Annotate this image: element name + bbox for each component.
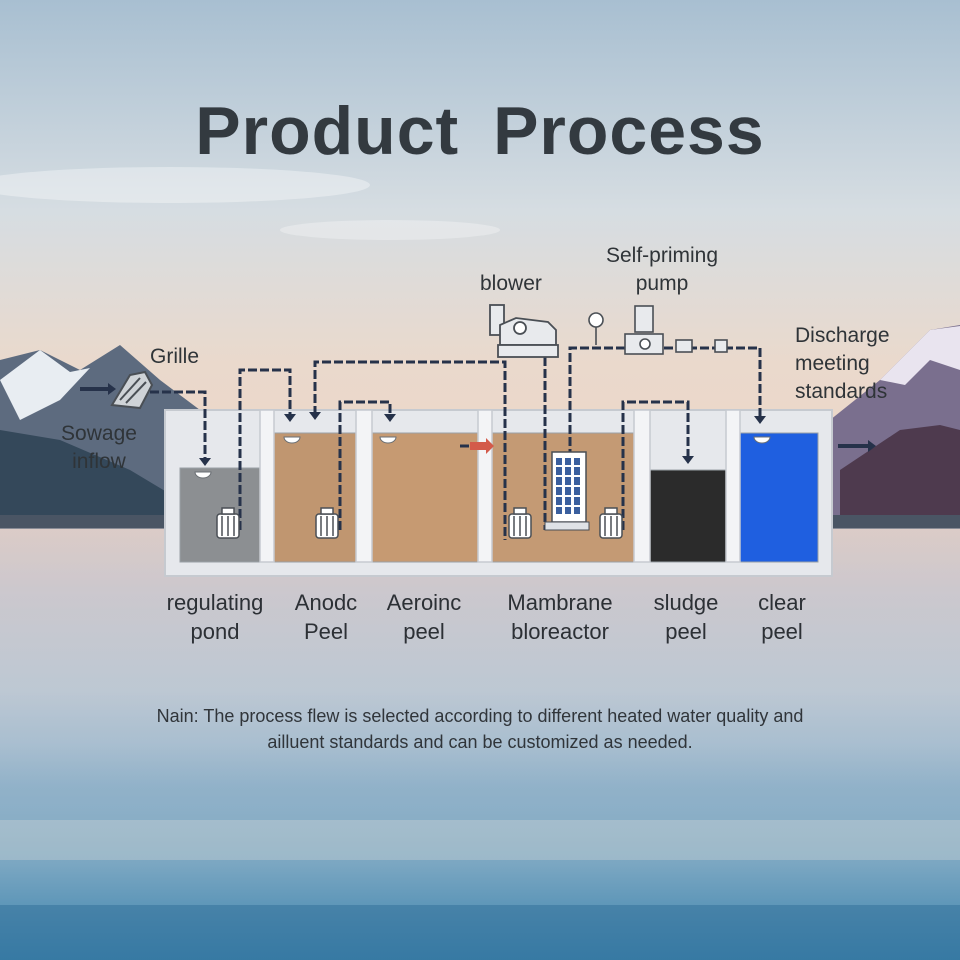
tank-label-aerobic: Aeroinc peel: [386, 590, 462, 644]
label-sewage-inflow: Sowage inflow: [61, 422, 137, 473]
tank-label-clear: clear peel: [758, 590, 806, 644]
self-priming-pump: [588, 305, 728, 355]
tank-label-anoxic: Anodc Peel: [294, 590, 358, 644]
tank-anoxic: [273, 432, 357, 563]
tank-label-sludge: sludge peel: [653, 590, 719, 644]
submersible-pumps: [216, 507, 623, 539]
label-self-priming-pump: Self-priming pump: [605, 244, 719, 295]
flow-arrows: [80, 383, 876, 466]
label-blower: blower: [480, 272, 542, 295]
label-discharge: Discharge meeting standards: [795, 324, 890, 403]
tank-sludge: [649, 469, 727, 563]
process-note: Nain: The process flew is selected accor…: [156, 706, 804, 752]
label-grille: Grille: [150, 345, 200, 368]
grille-device: [110, 370, 154, 410]
tank-label-membrane-bioreactor: Mambrane bloreactor: [507, 590, 613, 644]
page-title: Product Process: [195, 93, 765, 169]
tank-clear: [739, 432, 819, 563]
tank-aerobic: [371, 432, 479, 563]
membrane-module: [544, 451, 590, 531]
tank-label-regulating-pond: regulating pond: [166, 590, 264, 644]
blower-machine: [489, 304, 559, 358]
